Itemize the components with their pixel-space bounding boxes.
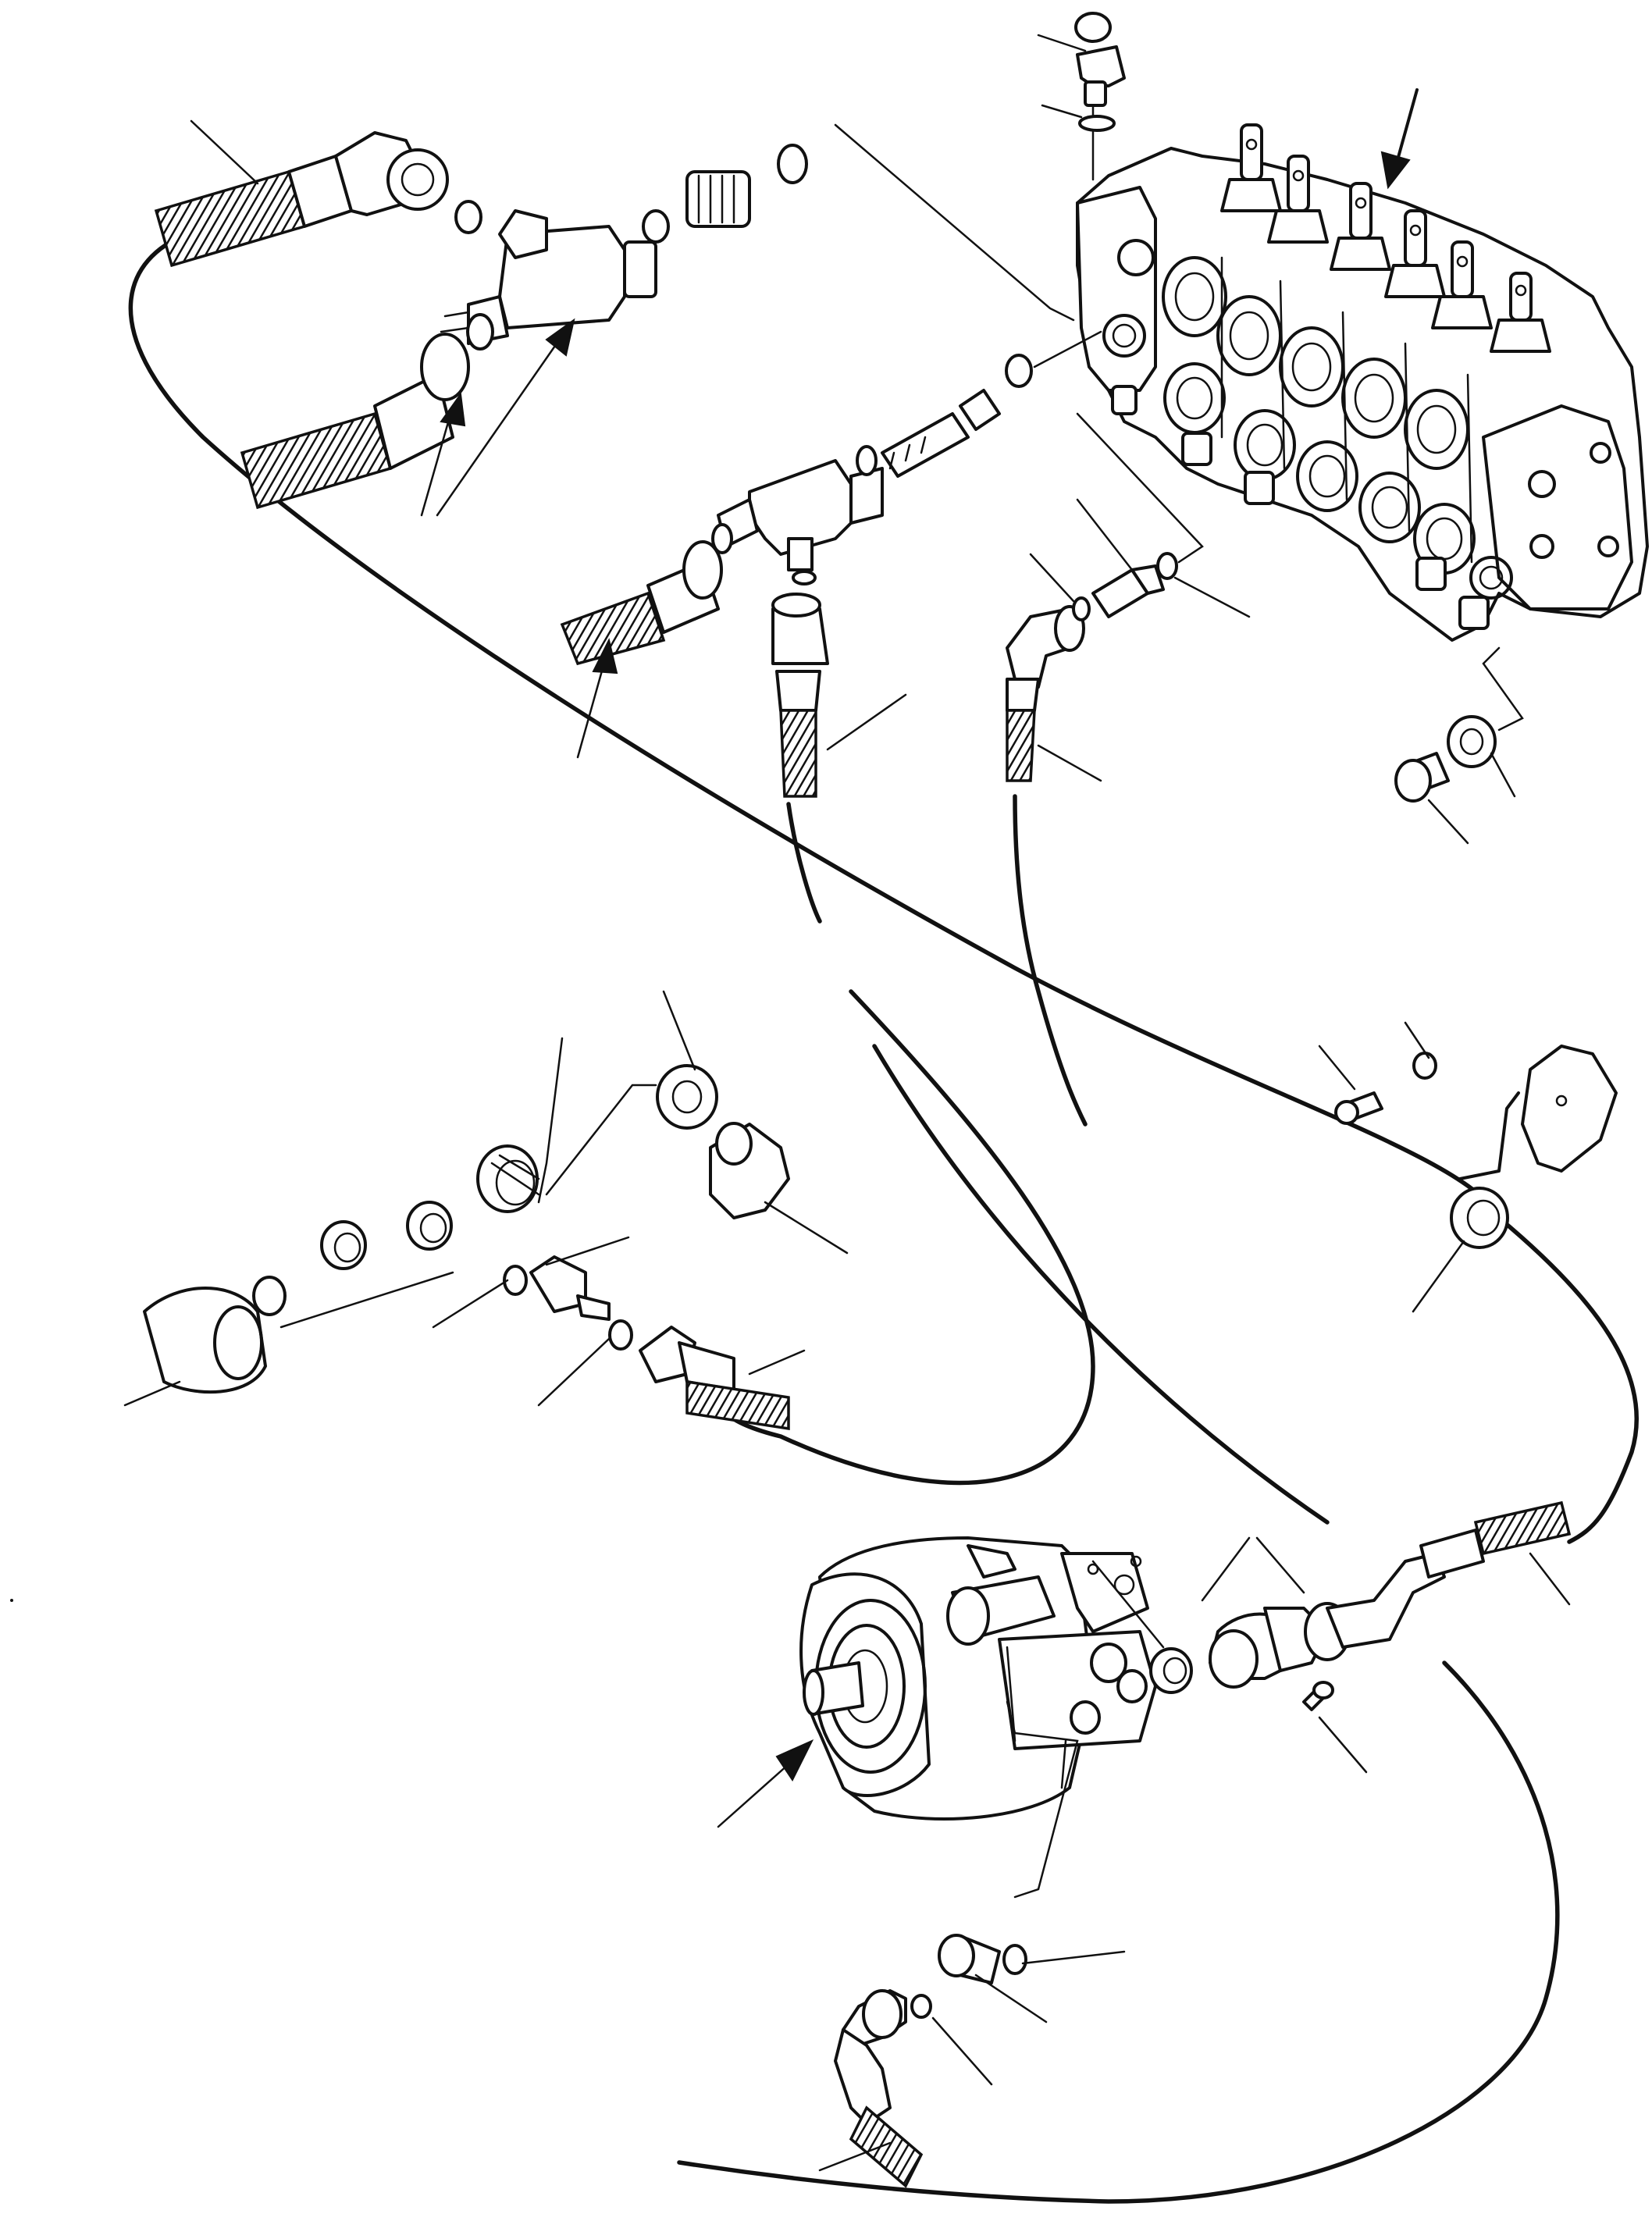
o-ring [466,313,494,351]
hose-assembly-elbow-mid [1006,605,1102,782]
adapter-lower-left [432,1236,806,1431]
hose-line-bottom-loop [677,1660,1560,2204]
hose-line-to-pump [872,1044,1330,1525]
hose-assembly-pump-right [1304,1500,1572,1661]
adapter-mid-right [1029,412,1251,621]
hydraulic-pump [799,1536,1157,1899]
tee-fitting-lower [717,459,884,571]
o-ring [856,445,878,476]
o-ring [454,200,482,234]
hose-assembly-pump-bottom [818,1934,1126,2188]
stray-dot [10,1599,13,1602]
adapter-rod [881,389,1001,478]
tee-fitting-upper [440,209,657,345]
hose-line-main-loop [128,232,1640,1544]
plug-and-sleeves [123,990,849,1407]
arrows-to-tee [420,318,575,517]
arrow-to-lower-hose [576,638,618,759]
spool-levers [1220,123,1551,353]
hose-assembly-upper-mid [240,333,470,510]
o-ring [777,144,808,184]
valve-sections [1162,256,1476,575]
o-ring [711,523,733,554]
hose-line-middle-right [1013,794,1088,1127]
hose-line-middle-left [786,802,822,924]
hose-assembly-lower-left [560,540,723,666]
control-valve-block [1076,123,1649,642]
bulkhead-bracket [1318,1021,1618,1313]
hose-assembly-vertical-left [771,593,907,798]
washer [656,1064,718,1130]
arrow-to-pump-shaft [717,1739,814,1828]
arrow-to-valve [1380,88,1419,190]
adapter-upper [685,170,751,228]
o-ring [642,209,670,244]
pump-flange-clamp [1091,1536,1368,1774]
hose-lines [128,232,1640,2204]
o-ring [792,570,817,586]
o-ring [1005,354,1033,388]
hose-line-middle-loop [724,989,1095,1486]
hose-assembly-upper-left [154,119,449,268]
screw-and-washer [1394,646,1524,845]
relief-valve-cap [1037,12,1126,181]
